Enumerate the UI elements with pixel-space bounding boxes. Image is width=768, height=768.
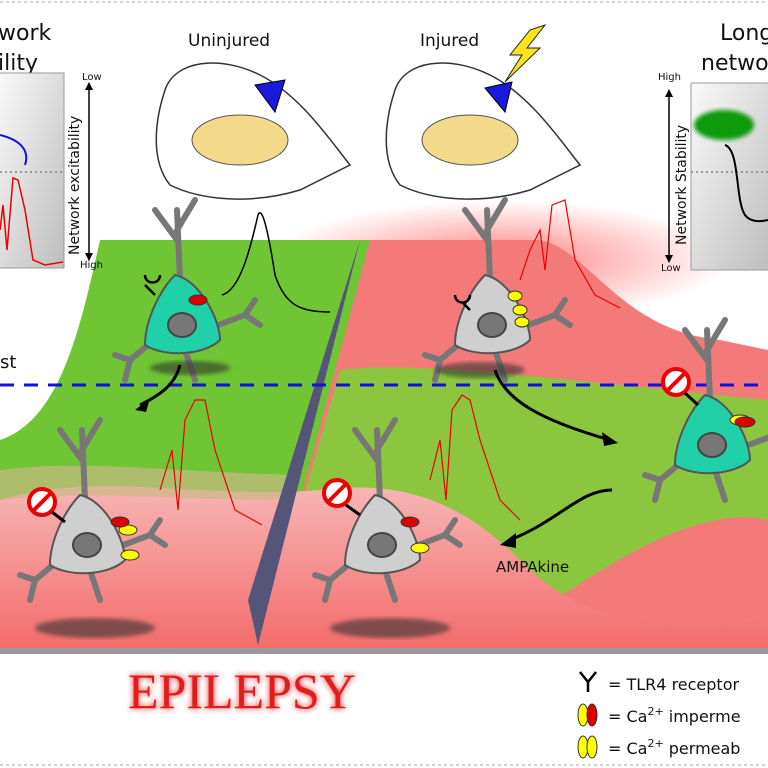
- legend-ca-permeable: = Ca2+ permeab: [608, 737, 740, 758]
- left-panel-title-1: work: [0, 21, 51, 46]
- injured-label: Injured: [420, 31, 479, 51]
- lightning-icon: [504, 24, 547, 83]
- red-trace: [0, 176, 64, 266]
- block-sign-icon: [661, 367, 700, 407]
- divider-wall: [248, 240, 360, 645]
- arrow-to-recovery: [493, 369, 611, 442]
- epilepsy-title: EPILEPSY: [128, 663, 356, 719]
- legend: = TLR4 receptor = Ca2+ imperme = Ca2+ pe…: [577, 671, 741, 759]
- right-panel-title-1: Long: [720, 21, 768, 46]
- right-axis-top: High: [658, 72, 681, 83]
- epileptic-trace-injured: [519, 199, 621, 309]
- injured-mouse-brain: Injured: [385, 24, 582, 200]
- blue-curve: [0, 134, 28, 166]
- floor-edge: [0, 648, 768, 654]
- left-axis-label: Network excitability: [67, 116, 83, 255]
- tlr4-receptor-icon: [453, 294, 472, 311]
- tlr4-receptor-icon: [143, 274, 162, 296]
- tlr4-receptor-icon: [579, 671, 597, 692]
- block-sign-icon: [27, 487, 66, 524]
- impactor-icon: [254, 79, 286, 114]
- legend-tlr4: = TLR4 receptor: [608, 675, 739, 694]
- right-panel-title-2: netwo: [701, 51, 768, 76]
- right-axis-label: Network Stability: [674, 125, 690, 245]
- right-axis-bottom: Low: [661, 263, 681, 274]
- threshold-label: st: [0, 352, 16, 373]
- epileptic-trace-mid: [429, 394, 521, 521]
- ampakine-label: AMPAkine: [496, 558, 569, 576]
- left-excitability-panel: work ility Low High Network excitability: [0, 21, 103, 271]
- normal-action-potential: [221, 212, 331, 313]
- brain-icon: [421, 114, 519, 166]
- left-axis-top: Low: [82, 72, 102, 83]
- stability-arrow: [724, 144, 768, 223]
- block-sign-icon: [322, 478, 361, 517]
- left-panel-title-2: ility: [0, 51, 38, 76]
- uninjured-mouse-brain: Uninjured: [155, 31, 352, 200]
- left-axis-bottom: High: [80, 260, 103, 271]
- arrow-ampakine: [509, 488, 613, 542]
- brain-icon: [191, 114, 289, 166]
- epileptic-trace-left: [159, 399, 263, 526]
- stable-state-blob: [694, 110, 754, 140]
- ca-impermeable-channel: [188, 294, 208, 306]
- impactor-icon: [484, 81, 513, 114]
- legend-ca-impermeable: = Ca2+ imperme: [608, 705, 741, 726]
- uninjured-label: Uninjured: [188, 31, 270, 51]
- landscape: [0, 200, 768, 654]
- right-stability-panel: Long netwo High Low Network Stability: [658, 21, 768, 274]
